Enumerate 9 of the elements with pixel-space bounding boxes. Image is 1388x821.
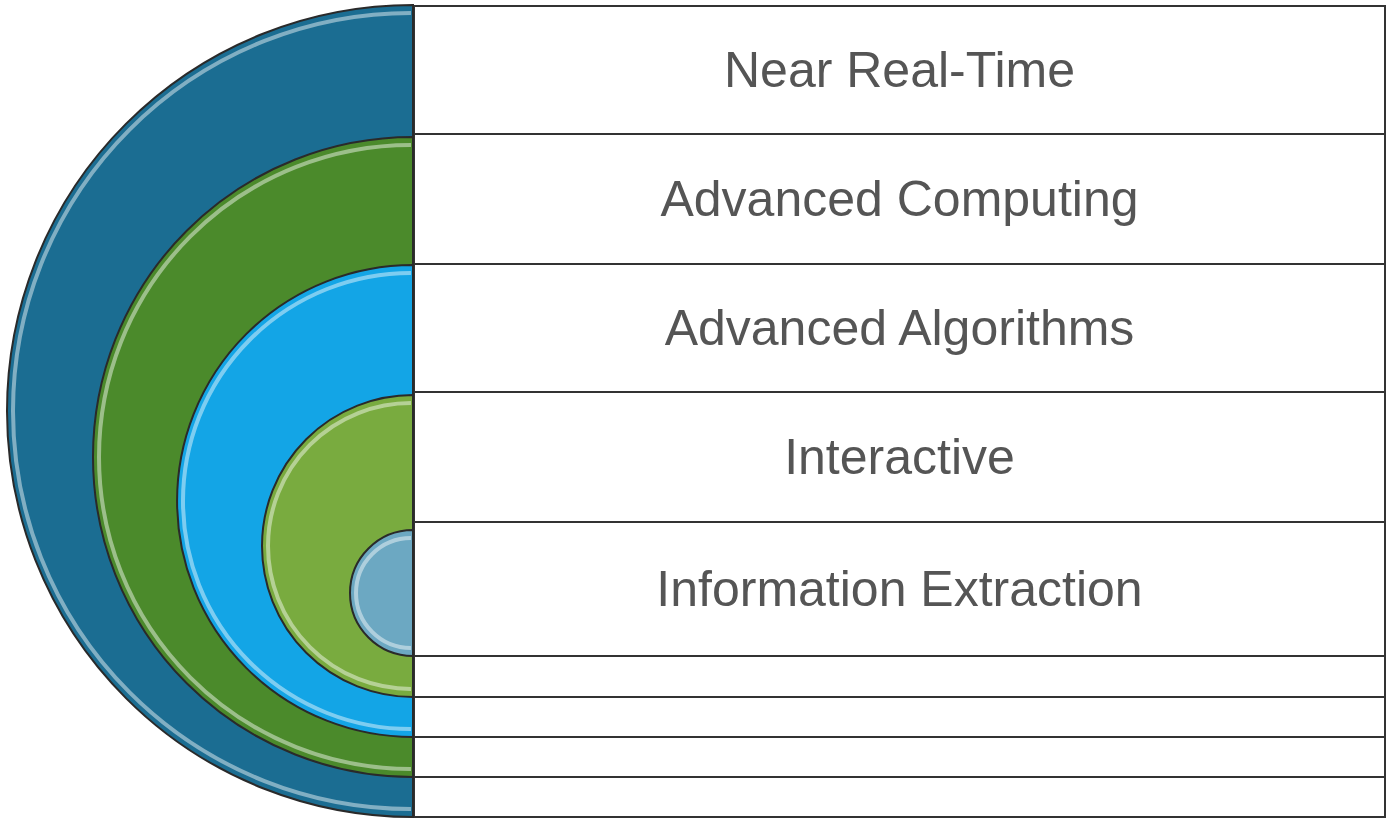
text-row: Near Real-Time [413,5,1386,135]
text-row: Interactive [413,393,1386,523]
text-row: Advanced Algorithms [413,265,1386,393]
text-row: Information Extraction [413,523,1386,657]
empty-row [413,657,1386,698]
empty-row [413,778,1386,818]
empty-row [413,698,1386,738]
empty-row [413,738,1386,778]
text-row: Advanced Computing [413,135,1386,265]
